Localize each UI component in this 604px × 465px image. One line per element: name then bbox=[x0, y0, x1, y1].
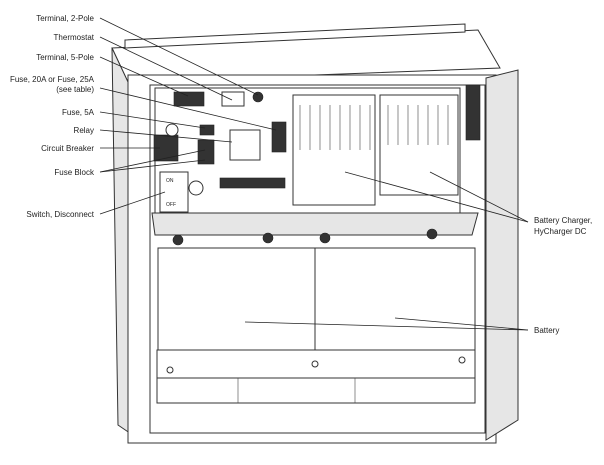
bolt-icon bbox=[311, 360, 319, 368]
bolt-icon bbox=[166, 366, 174, 374]
battery-right bbox=[314, 247, 476, 351]
battery-terminal bbox=[426, 228, 438, 240]
terminal-5pole bbox=[173, 91, 205, 107]
breaker-knob bbox=[165, 123, 179, 137]
bolt-icon bbox=[458, 356, 466, 364]
terminal-strip bbox=[219, 177, 286, 189]
label-fuse-5a: Fuse, 5A bbox=[62, 108, 95, 117]
label-hycharger: HyCharger DC bbox=[534, 227, 587, 236]
label-fuse-20a-note: (see table) bbox=[56, 85, 94, 94]
label-fuse-block: Fuse Block bbox=[54, 168, 95, 177]
relay bbox=[229, 129, 261, 161]
terminal-2pole bbox=[252, 91, 264, 103]
label-terminal-5pole: Terminal, 5-Pole bbox=[36, 53, 94, 62]
label-battery: Battery bbox=[534, 326, 559, 335]
open-door bbox=[485, 69, 519, 441]
callout-labels: Terminal, 2-Pole Thermostat Terminal, 5-… bbox=[10, 14, 592, 335]
components: ON OFF bbox=[153, 91, 459, 213]
fuse-5a bbox=[199, 124, 215, 136]
leader-lines bbox=[99, 17, 529, 331]
switch-on-label: ON bbox=[166, 178, 174, 184]
battery-terminal bbox=[262, 232, 274, 244]
shelf bbox=[151, 212, 479, 236]
battery-charger-1 bbox=[292, 94, 376, 206]
roof-flange bbox=[124, 23, 466, 49]
battery-compartment bbox=[156, 228, 476, 404]
battery-terminal bbox=[319, 232, 331, 244]
switch-handle bbox=[188, 180, 204, 196]
fuse-20a bbox=[271, 121, 287, 153]
label-thermostat: Thermostat bbox=[54, 33, 95, 42]
battery-terminal bbox=[172, 234, 184, 246]
battery-charger-2 bbox=[379, 94, 459, 196]
label-switch-disconnect: Switch, Disconnect bbox=[26, 210, 94, 219]
battery-tray bbox=[156, 377, 476, 404]
label-circuit-breaker: Circuit Breaker bbox=[41, 144, 94, 153]
door-vent bbox=[465, 84, 481, 141]
battery-left bbox=[157, 247, 316, 351]
label-relay: Relay bbox=[74, 126, 94, 135]
label-battery-charger: Battery Charger, bbox=[534, 216, 592, 225]
label-fuse-20a: Fuse, 20A or Fuse, 25A bbox=[10, 75, 95, 84]
label-terminal-2pole: Terminal, 2-Pole bbox=[36, 14, 94, 23]
switch-off-label: OFF bbox=[166, 202, 176, 208]
thermostat bbox=[221, 91, 245, 107]
